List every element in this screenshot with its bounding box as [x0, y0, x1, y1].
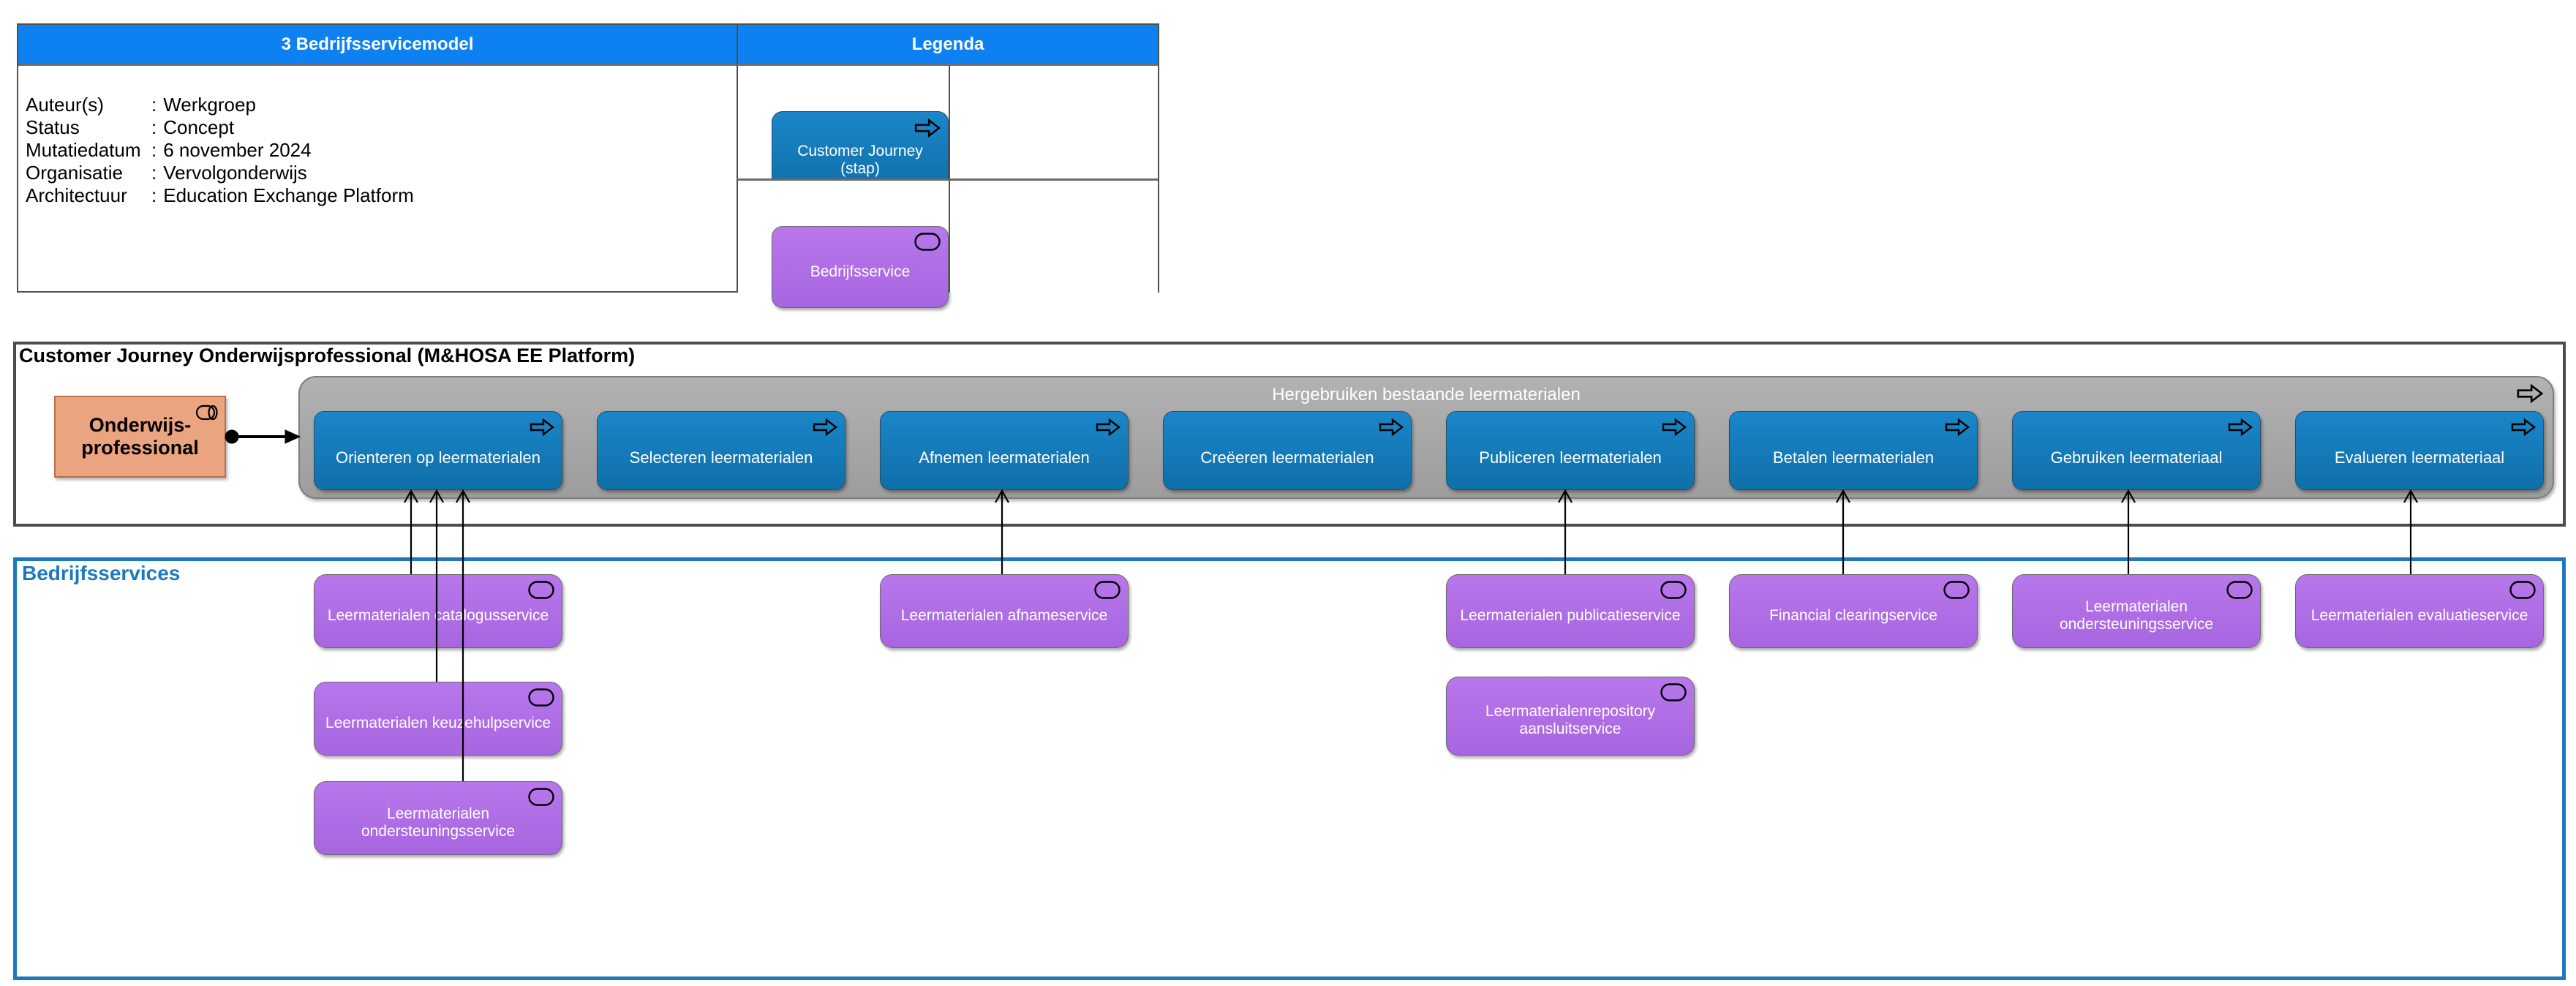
meta-value: Education Exchange Platform: [163, 184, 414, 206]
meta-label: Mutatiedatum: [26, 139, 141, 161]
service-label: Leermaterialenrepository aansluitservice: [1485, 703, 1656, 737]
meta-separator: :: [151, 162, 157, 184]
meta-row-architectuur: Architectuur: Education Exchange Platform: [26, 184, 729, 207]
legend-title: Legenda: [911, 34, 984, 54]
service-label: Leermaterialen publicatieservice: [1460, 606, 1681, 624]
service-label: Financial clearingservice: [1769, 606, 1937, 624]
block-arrow-right-icon: [2228, 418, 2253, 437]
service-label: Leermaterialen ondersteuningsservice: [2059, 598, 2214, 633]
service-pill-icon: [1094, 581, 1121, 599]
service-publicatieservice[interactable]: Leermaterialen publicatieservice: [1446, 574, 1695, 648]
block-arrow-right-icon: [914, 118, 941, 138]
journey-step-label: Creëeren leermaterialen: [1200, 448, 1374, 467]
journey-step-selecteren[interactable]: Selecteren leermaterialen: [597, 411, 846, 490]
service-pill-icon: [1943, 581, 1970, 599]
journey-step-label: Afnemen leermaterialen: [919, 448, 1090, 467]
meta-value: Concept: [163, 116, 235, 138]
meta-separator: :: [151, 116, 157, 138]
table-title: 3 Bedrijfsservicemodel: [281, 34, 474, 54]
service-pill-icon: [528, 688, 554, 707]
legend-cell-journey: Customer Journey (stap): [737, 66, 949, 193]
table-title-cell: 3 Bedrijfsservicemodel: [18, 25, 737, 66]
journey-step-label: Betalen leermaterialen: [1772, 448, 1935, 467]
block-arrow-right-icon: [1379, 418, 1404, 437]
service-label: Leermaterialen keuzehulpservice: [325, 714, 551, 731]
service-pill-icon: [1660, 581, 1687, 599]
journey-step-label: Gebruiken leermateriaal: [2050, 448, 2223, 467]
actor-onderwijsprofessional[interactable]: Onderwijs-professional: [54, 396, 226, 478]
business-role-icon: [195, 404, 219, 421]
service-pill-icon: [2509, 581, 2536, 599]
service-repository-aansluitservice[interactable]: Leermaterialenrepository aansluitservice: [1446, 677, 1695, 756]
service-keuzehulpservice[interactable]: Leermaterialen keuzehulpservice: [314, 682, 562, 756]
block-arrow-right-icon: [530, 418, 554, 437]
block-arrow-right-icon: [2511, 418, 2536, 437]
service-financial-clearingservice[interactable]: Financial clearingservice: [1729, 574, 1978, 648]
actor-label: Onderwijs-professional: [81, 414, 199, 459]
journey-step-gebruiken[interactable]: Gebruiken leermateriaal: [2012, 411, 2261, 490]
meta-separator: :: [151, 184, 157, 206]
meta-row-status: Status: Concept: [26, 116, 729, 139]
meta-label: Organisatie: [26, 162, 123, 184]
meta-separator: :: [151, 139, 157, 161]
block-arrow-right-icon: [2516, 383, 2544, 404]
meta-value: 6 november 2024: [163, 139, 312, 161]
journey-step-label: Evalueren leermateriaal: [2334, 448, 2505, 467]
block-arrow-right-icon: [813, 418, 837, 437]
meta-label: Auteur(s): [26, 94, 104, 116]
journey-step-label: Publiceren leermaterialen: [1479, 448, 1662, 467]
service-pill-icon: [2226, 581, 2253, 599]
meta-value: Werkgroep: [163, 94, 256, 116]
service-pill-icon: [1660, 683, 1687, 701]
service-pill-icon: [528, 581, 554, 599]
journey-step-evalueren[interactable]: Evalueren leermateriaal: [2295, 411, 2544, 490]
block-arrow-right-icon: [1662, 418, 1687, 437]
block-arrow-right-icon: [1096, 418, 1121, 437]
journey-step-label: Selecteren leermaterialen: [629, 448, 813, 467]
block-arrow-right-icon: [1945, 418, 1970, 437]
meta-row-mutatiedatum: Mutatiedatum:6 november 2024: [26, 139, 729, 162]
service-label: Leermaterialen afnameservice: [900, 606, 1108, 624]
legend-item-bedrijfsservice: Bedrijfsservice: [772, 226, 949, 308]
journey-step-betalen[interactable]: Betalen leermaterialen: [1729, 411, 1978, 490]
model-info-table: 3 Bedrijfsservicemodel Legenda Auteur(s)…: [17, 23, 1159, 308]
service-label: Leermaterialen evaluatieservice: [2311, 606, 2528, 624]
journey-step-afnemen[interactable]: Afnemen leermaterialen: [880, 411, 1129, 490]
journey-step-publiceren[interactable]: Publiceren leermaterialen: [1446, 411, 1695, 490]
service-label: Leermaterialen catalogusservice: [327, 606, 549, 624]
meta-label: Architectuur: [26, 184, 127, 206]
metadata-cell: Auteur(s): Werkgroep Status: Concept Mutat…: [18, 66, 737, 293]
legend-header-cell: Legenda: [737, 25, 1158, 66]
legend-label: Customer Journey (stap): [797, 143, 923, 177]
meta-row-organisatie: Organisatie: Vervolgonderwijs: [26, 162, 729, 184]
service-catalogusservice[interactable]: Leermaterialen catalogusservice: [314, 574, 562, 648]
service-afnameservice[interactable]: Leermaterialen afnameservice: [880, 574, 1129, 648]
meta-label: Status: [26, 116, 80, 138]
journey-step-orienteren[interactable]: Orienteren op leermaterialen: [314, 411, 562, 490]
meta-value: Vervolgonderwijs: [163, 162, 307, 184]
legend-cell-service-desc: [949, 178, 1158, 293]
service-label: Leermaterialen ondersteuningsservice: [361, 805, 516, 840]
service-evaluatieservice[interactable]: Leermaterialen evaluatieservice: [2295, 574, 2544, 648]
customer-journey-title: Customer Journey Onderwijsprofessional (…: [19, 345, 636, 366]
service-ondersteuningsservice-rechts[interactable]: Leermaterialen ondersteuningsservice: [2012, 574, 2261, 648]
group-title: Hergebruiken bestaande leermaterialen: [1272, 385, 1581, 404]
meta-row-auteurs: Auteur(s): Werkgroep: [26, 94, 729, 116]
service-pill-icon: [914, 233, 941, 251]
service-ondersteuningsservice-links[interactable]: Leermaterialen ondersteuningsservice: [314, 781, 562, 855]
journey-step-creeeren[interactable]: Creëeren leermaterialen: [1163, 411, 1412, 490]
service-pill-icon: [528, 788, 554, 806]
legend-label: Bedrijfsservice: [810, 263, 911, 280]
meta-separator: :: [151, 94, 157, 116]
journey-step-label: Orienteren op leermaterialen: [335, 448, 541, 467]
legend-cell-service: Bedrijfsservice: [737, 178, 949, 308]
legend-cell-journey-desc: [949, 66, 1158, 178]
bedrijfsservices-title: Bedrijfsservices: [22, 562, 181, 584]
